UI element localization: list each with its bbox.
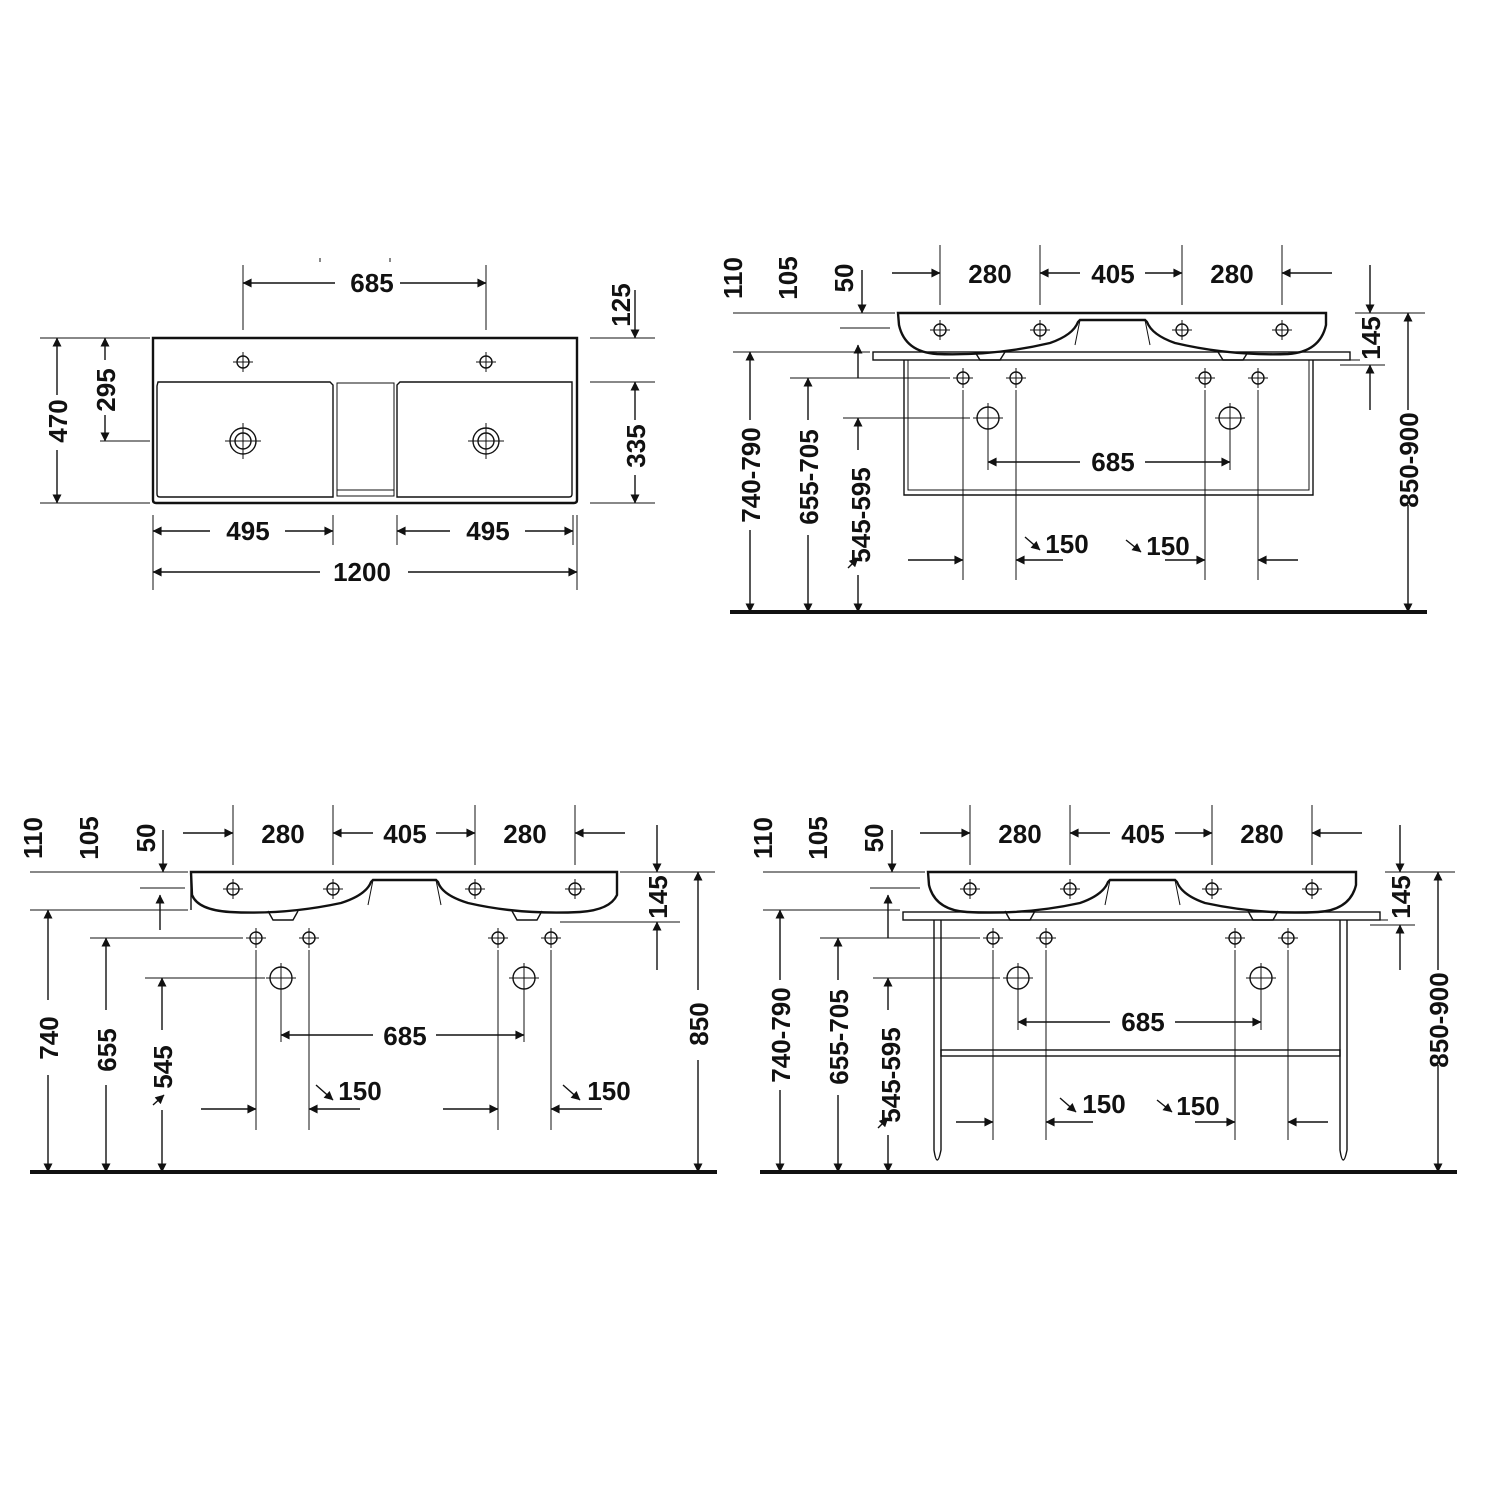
console-frame — [903, 360, 1314, 496]
dim-405: 405 — [1091, 259, 1134, 289]
dim-bowl-depth: 335 — [621, 424, 651, 467]
dim-tap-depth: 125 — [606, 283, 636, 326]
drain-left — [225, 423, 261, 459]
dim-tap-spacing: 685 — [350, 268, 393, 298]
dim-drain-spacing: 685 — [1091, 447, 1134, 477]
dim-150-left: 150 — [1045, 529, 1088, 559]
dim-280-left: 280 — [261, 819, 304, 849]
dim-150-left: 150 — [1082, 1089, 1125, 1119]
basin-outline — [151, 336, 579, 505]
supply-point — [245, 927, 267, 949]
dim-drain-spacing: 685 — [1121, 1007, 1164, 1037]
console-top — [902, 911, 1381, 921]
tap-hole-left — [232, 351, 254, 373]
supply-point — [298, 927, 320, 949]
front-view-stand: 280 405 280 110 105 50 145 740-790 655-7… — [718, 245, 1427, 614]
dim-145: 145 — [1386, 875, 1416, 918]
top-view: 685 125 335 470 295 495 495 1200 — [40, 258, 655, 590]
dim-145: 145 — [643, 875, 673, 918]
dim-280-right: 280 — [1210, 259, 1253, 289]
supply-point — [540, 927, 562, 949]
waste-outlet — [1214, 402, 1246, 434]
dim-height-740: 740 — [34, 1016, 64, 1059]
basin-profile — [896, 311, 1328, 356]
dim-drain-depth: 295 — [91, 368, 121, 411]
supply-point — [1224, 927, 1246, 949]
console-top — [872, 351, 1351, 361]
supply-point — [487, 927, 509, 949]
waste-outlet — [972, 402, 1004, 434]
front-view-wall: 280 405 280 110 105 50 145 740 655 545 8… — [18, 805, 717, 1174]
tap-hole-right — [475, 351, 497, 373]
dim-height-740: 740-790 — [766, 987, 796, 1082]
dim-height-655: 655-705 — [824, 989, 854, 1084]
dim-110: 110 — [718, 257, 748, 299]
dim-total-width: 1200 — [333, 557, 391, 587]
dim-height-655: 655 — [92, 1028, 122, 1071]
dim-50: 50 — [131, 824, 161, 853]
dim-height-545: 545-595 — [846, 467, 876, 562]
waste-outlet — [265, 962, 297, 994]
dim-405: 405 — [1121, 819, 1164, 849]
dim-110: 110 — [748, 817, 778, 859]
dim-height-850: 850-900 — [1394, 412, 1424, 507]
dim-105: 105 — [74, 816, 104, 859]
waste-outlet — [508, 962, 540, 994]
dim-110: 110 — [18, 817, 48, 859]
left-bowl — [156, 381, 334, 498]
supply-point — [1035, 927, 1057, 949]
dim-105: 105 — [803, 816, 833, 859]
dim-50: 50 — [859, 824, 889, 853]
dim-280-left: 280 — [968, 259, 1011, 289]
supply-point — [1247, 367, 1269, 389]
dim-150-right: 150 — [587, 1076, 630, 1106]
dim-bowl-width-right: 495 — [466, 516, 509, 546]
dim-150-right: 150 — [1176, 1091, 1219, 1121]
supply-point — [1277, 927, 1299, 949]
dim-height-545: 545-595 — [876, 1027, 906, 1122]
supply-point — [982, 927, 1004, 949]
dim-50: 50 — [829, 264, 859, 293]
supply-point — [952, 367, 974, 389]
leg-left — [933, 920, 942, 1161]
supply-point — [1005, 367, 1027, 389]
dim-height-850: 850-900 — [1424, 972, 1454, 1067]
right-bowl — [396, 381, 573, 498]
dim-280-right: 280 — [1240, 819, 1283, 849]
waste-outlet — [1245, 962, 1277, 994]
dim-150-right: 150 — [1146, 531, 1189, 561]
dim-height-655: 655-705 — [794, 429, 824, 524]
dim-150-left: 150 — [338, 1076, 381, 1106]
waste-outlet — [1002, 962, 1034, 994]
dim-height-850: 850 — [684, 1002, 714, 1045]
supply-point — [1194, 367, 1216, 389]
dim-bowl-width-left: 495 — [226, 516, 269, 546]
dim-height-740: 740-790 — [736, 427, 766, 522]
leg-right — [1339, 920, 1348, 1161]
dim-145: 145 — [1356, 316, 1386, 359]
dim-drain-spacing: 685 — [383, 1021, 426, 1051]
center-shelf — [336, 382, 395, 497]
dim-280-right: 280 — [503, 819, 546, 849]
drain-right — [468, 423, 504, 459]
dim-height-545: 545 — [148, 1045, 178, 1088]
towel-rail — [940, 1049, 1341, 1057]
dim-105: 105 — [773, 256, 803, 299]
dim-280-left: 280 — [998, 819, 1041, 849]
basin-profile — [926, 870, 1358, 914]
front-view-frame: 280 405 280 110 105 50 145 740-790 655-7… — [748, 805, 1457, 1174]
dim-total-depth: 470 — [43, 399, 73, 442]
dim-405: 405 — [383, 819, 426, 849]
basin-profile — [189, 870, 619, 914]
